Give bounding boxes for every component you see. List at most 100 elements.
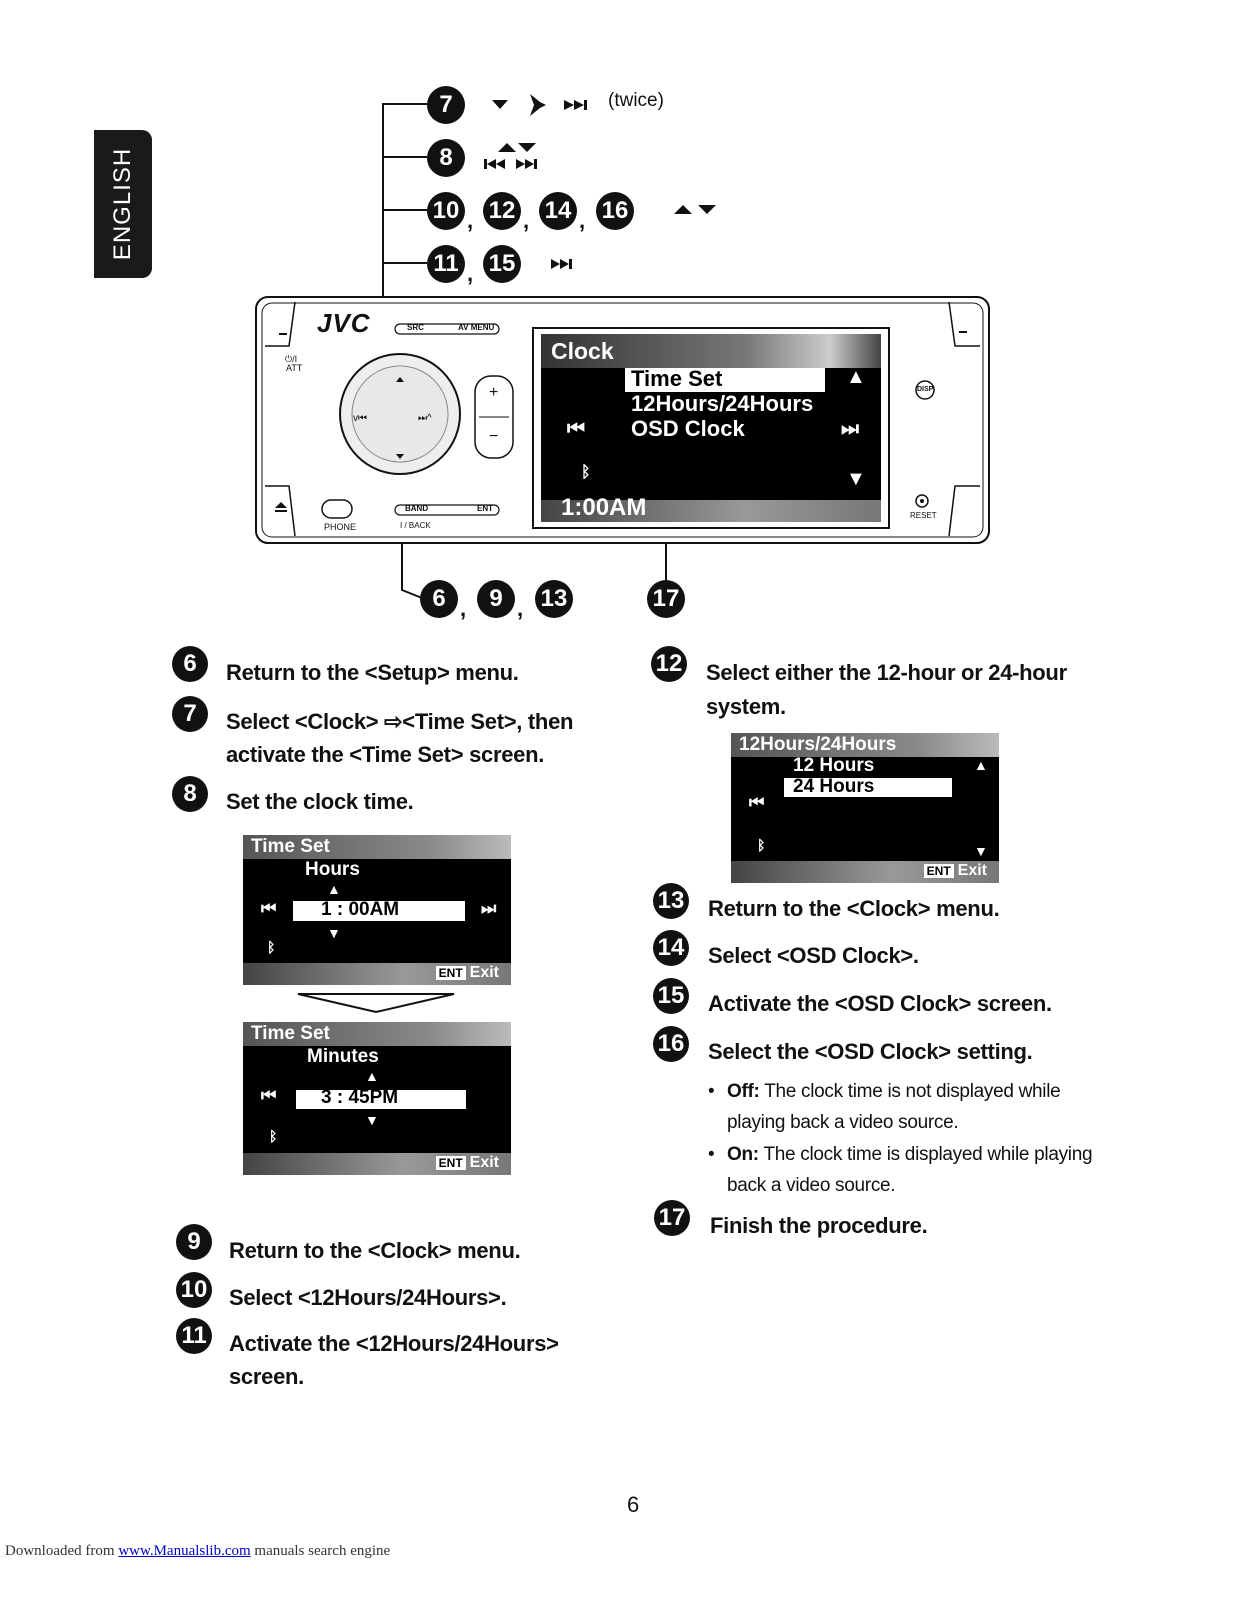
prev-icon[interactable]: ⏮ <box>261 1086 277 1105</box>
callout-7: 7 <box>427 86 465 124</box>
next-dial-icon[interactable]: ⏭^ <box>418 413 432 424</box>
bullet-on-line1: On: The clock time is displayed while pl… <box>727 1144 1093 1165</box>
down-arrow-icon[interactable]: ▼ <box>846 468 866 490</box>
minutes-label: Minutes <box>307 1046 379 1067</box>
bluetooth-icon: ᛒ <box>267 939 276 955</box>
minutes-value[interactable]: 3 : 45PM <box>321 1087 399 1108</box>
callout-15: 15 <box>483 245 521 283</box>
clock-time: 1:00AM <box>561 494 647 521</box>
hours-label: Hours <box>305 859 360 880</box>
hours-value[interactable]: 1 : 00AM <box>321 899 400 920</box>
band-label[interactable]: BAND <box>405 504 429 513</box>
down-arrow-icon[interactable]: ▼ <box>327 925 341 941</box>
step-13-text: Return to the <Clock> menu. <box>708 896 1000 921</box>
step-num-17: 17 <box>654 1200 690 1236</box>
callout-11: 11 <box>427 245 465 283</box>
menu-item-osd-clock[interactable]: OSD Clock <box>631 416 745 441</box>
step-num-16: 16 <box>653 1026 689 1062</box>
down-arrow-icon[interactable]: ▼ <box>974 843 988 859</box>
up-arrow-icon[interactable]: ▲ <box>365 1068 379 1084</box>
bluetooth-icon: ᛒ <box>757 837 766 853</box>
down-arrow-icon <box>492 94 587 116</box>
step-num-10: 10 <box>176 1272 212 1308</box>
language-tab: ENGLISH <box>94 130 152 278</box>
step-11-text-1: Activate the <12Hours/24Hours> <box>229 1331 559 1356</box>
plus-icon[interactable]: + <box>489 384 499 401</box>
up-down-prev-next-icon <box>484 143 537 169</box>
step-num-6: 6 <box>172 646 208 682</box>
page-number: 6 <box>627 1492 640 1517</box>
step-12-text-1: Select either the 12-hour or 24-hour <box>706 660 1067 685</box>
minus-icon[interactable]: − <box>489 428 499 445</box>
step-num-7: 7 <box>172 696 208 732</box>
power-label[interactable]: ⏻/I <box>285 354 298 364</box>
step-num-14: 14 <box>653 930 689 966</box>
att-label[interactable]: ATT <box>286 363 303 373</box>
step-11-text-2: screen. <box>229 1364 304 1389</box>
bluetooth-icon: ᛒ <box>269 1128 278 1144</box>
hours-format-screen: 12Hours/24Hours 12 Hours 24 Hours ▲ ⏮ ᛒ … <box>731 733 999 883</box>
bullet-on-line2: back a video source. <box>727 1175 896 1196</box>
prev-icon[interactable]: ⏮ <box>261 899 277 918</box>
bullet-dot: • <box>708 1081 715 1102</box>
device-screen: Clock Time Set 12Hours/24Hours OSD Clock… <box>541 334 881 522</box>
phone-label[interactable]: PHONE <box>324 522 357 532</box>
ent-label[interactable]: ENT <box>477 504 493 513</box>
screen-title: Time Set <box>251 1023 330 1044</box>
prev-dial-icon[interactable]: v⏮ <box>353 413 367 424</box>
menu-item-time-set[interactable]: Time Set <box>631 366 723 391</box>
reset-label[interactable]: RESET <box>910 511 937 520</box>
screen-title: Time Set <box>251 836 330 857</box>
option-24-hours[interactable]: 24 Hours <box>793 776 875 797</box>
up-arrow-icon[interactable]: ▲ <box>327 881 341 897</box>
step-6-text: Return to the <Setup> menu. <box>226 660 519 685</box>
callout-13: 13 <box>535 580 573 618</box>
manualslib-link[interactable]: www.Manualslib.com <box>118 1543 251 1559</box>
step-num-11: 11 <box>176 1318 212 1354</box>
prev-icon[interactable]: ⏮ <box>749 793 765 812</box>
src-label[interactable]: SRC <box>407 323 424 332</box>
option-12-hours[interactable]: 12 Hours <box>793 755 875 776</box>
down-arrow-icon[interactable]: ▼ <box>365 1112 379 1128</box>
disp-button[interactable]: DISP <box>917 386 934 393</box>
av-menu-label[interactable]: AV MENU <box>458 323 495 332</box>
step-num-8: 8 <box>172 776 208 812</box>
callout-12: 12 <box>483 192 521 230</box>
step-16-text: Select the <OSD Clock> setting. <box>708 1039 1033 1064</box>
screen-title: Clock <box>551 338 614 364</box>
callout-14: 14 <box>539 192 577 230</box>
step-14-text: Select <OSD Clock>. <box>708 943 919 968</box>
up-arrow-icon[interactable]: ▲ <box>974 757 988 773</box>
step-num-15: 15 <box>653 978 689 1014</box>
step-7-text-2: activate the <Time Set> screen. <box>226 742 545 767</box>
callout-10: 10 <box>427 192 465 230</box>
callout-9: 9 <box>477 580 515 618</box>
head-unit: JVC SRC AV MENU ⏻/I ATT DISP RESET PHONE… <box>255 296 990 544</box>
next-icon[interactable]: ⏭ <box>841 418 859 440</box>
step-num-13: 13 <box>653 883 689 919</box>
next-icon[interactable]: ⏭ <box>481 899 497 918</box>
bluetooth-icon: ᛒ <box>581 464 591 481</box>
step-15-text: Activate the <OSD Clock> screen. <box>708 991 1052 1016</box>
callout-16: 16 <box>596 192 634 230</box>
step-12-text-2: system. <box>706 694 786 719</box>
next-icon <box>551 259 572 269</box>
download-footer: Downloaded from www.Manualslib.com manua… <box>5 1543 391 1559</box>
step-num-9: 9 <box>176 1224 212 1260</box>
menu-item-12-24[interactable]: 12Hours/24Hours <box>631 391 814 416</box>
back-label[interactable]: I / BACK <box>400 521 431 530</box>
callout-6: 6 <box>420 580 458 618</box>
up-down-icon <box>674 205 716 214</box>
callout-17: 17 <box>647 580 685 618</box>
step-9-text: Return to the <Clock> menu. <box>229 1238 521 1263</box>
transition-arrow <box>297 993 455 1014</box>
step-10-text: Select <12Hours/24Hours>. <box>229 1285 507 1310</box>
up-arrow-icon[interactable]: ▲ <box>846 366 866 388</box>
prev-icon[interactable]: ⏮ <box>567 418 585 440</box>
step-7-text-1: Select <Clock> ⇨<Time Set>, then <box>226 709 574 734</box>
jvc-logo: JVC <box>317 308 371 338</box>
